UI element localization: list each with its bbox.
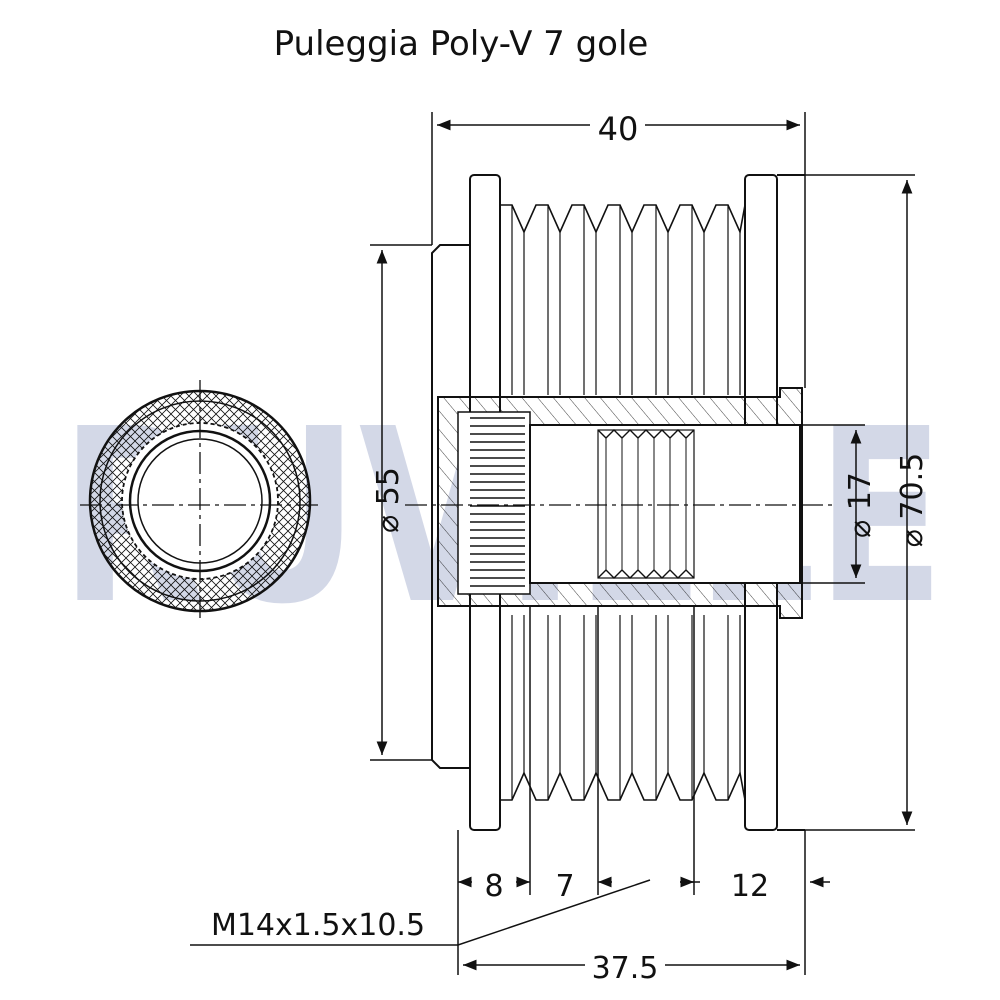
hub-outline: [431, 244, 470, 769]
diameter-symbol-55: ⌀: [371, 505, 406, 533]
spline-teeth: [470, 417, 525, 587]
grooves-top: [500, 204, 746, 235]
label-70-5: 70.5: [895, 453, 930, 520]
label-37-5-bg: [585, 948, 665, 982]
label-55-group: ⌀ 55: [371, 467, 406, 533]
thread-zone: [597, 429, 695, 579]
svg-text:⌀ 70.5: ⌀ 70.5: [895, 453, 930, 547]
label-70-5-group: ⌀ 70.5: [895, 453, 930, 547]
label-8: 8: [484, 869, 503, 904]
thread-top: [597, 429, 695, 439]
label-12: 12: [731, 869, 769, 904]
dimension-labels: 40 ⌀ 55 ⌀ 17 ⌀ 70.5 8 7 12 37.5 M14x1.5x…: [211, 108, 930, 986]
thread-leader: [190, 879, 651, 946]
thread-spec-label: M14x1.5x10.5: [211, 908, 425, 943]
thread-lines: [605, 438, 687, 570]
groove-lines: [511, 205, 741, 800]
label-40-bg: [590, 108, 645, 142]
thread-bottom: [597, 569, 695, 579]
label-40: 40: [598, 110, 639, 148]
svg-text:⌀ 17: ⌀ 17: [843, 472, 878, 538]
diameter-symbol-70-5: ⌀: [895, 520, 930, 548]
label-17-group: ⌀ 17: [843, 472, 878, 538]
dimensions: [190, 112, 915, 975]
label-17: 17: [843, 472, 878, 510]
grooves-bottom: [500, 770, 746, 801]
spline-zone: [457, 411, 531, 595]
drawing-title: Puleggia Poly-V 7 gole: [274, 24, 649, 64]
label-55: 55: [371, 467, 406, 505]
svg-text:⌀ 55: ⌀ 55: [371, 467, 406, 533]
diameter-symbol-17: ⌀: [843, 510, 878, 538]
front-view: [80, 380, 320, 622]
side-view: [405, 174, 835, 831]
label-7: 7: [555, 869, 574, 904]
label-37-5: 37.5: [592, 951, 659, 986]
